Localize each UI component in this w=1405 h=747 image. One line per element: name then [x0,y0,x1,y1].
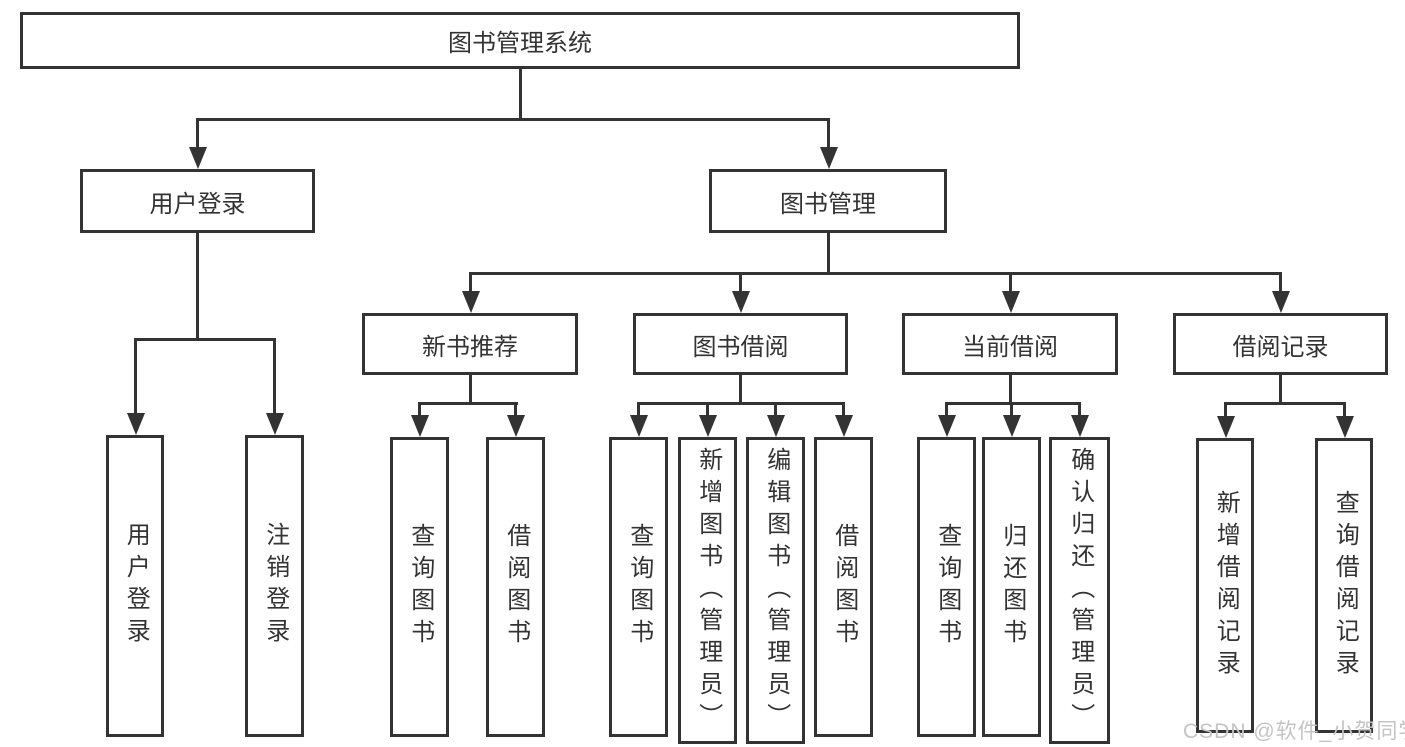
arrow-down-icon [1272,291,1290,313]
leaf-query-borrow-record: 查询借阅记录 [1315,438,1373,733]
connector-line [1010,402,1013,417]
leaf-user-login: 用户登录 [106,435,164,737]
connector-line [637,402,640,417]
connector-line [739,373,742,405]
arrow-down-icon [1336,416,1354,438]
arrow-down-icon [189,147,207,169]
leaf-label: 借阅图书 [502,523,530,651]
connector-line [827,231,830,275]
watermark: CSDN @软件_小贺同学 [1183,720,1405,743]
node-book-borrow: 图书借阅 [633,313,848,375]
node-label: 当前借阅 [962,333,1058,361]
leaf-label: 查询借阅记录 [1331,489,1359,682]
arrow-down-icon [835,415,853,437]
arrow-down-icon [938,415,956,437]
connector-line [519,66,522,120]
arrow-down-icon [266,413,284,435]
connector-line [196,118,199,150]
connector-line [196,231,199,341]
connector-line [469,272,1282,275]
leaf-add-borrow-record: 新增借阅记录 [1196,438,1254,733]
connector-line [134,338,276,341]
node-user-login: 用户登录 [80,169,315,233]
node-current-borrow: 当前借阅 [902,313,1118,375]
node-label: 图书管理 [780,190,876,218]
node-label: 图书管理系统 [448,30,592,57]
connector-line [1224,402,1227,418]
connector-line [945,402,948,417]
arrow-down-icon [462,291,480,313]
arrow-down-icon [1217,416,1235,438]
leaf-label: 编辑图书（管理员） [762,446,790,735]
connector-line [1009,272,1012,293]
leaf-logout: 注销登录 [245,435,304,737]
connector-line [469,272,472,293]
leaf-label: 查询图书 [625,523,653,651]
leaf-query-books-borrow: 查询图书 [609,437,668,737]
leaf-confirm-return-admin: 确认归还（管理员） [1049,437,1110,744]
arrow-down-icon [820,147,838,169]
leaf-query-books-current: 查询图书 [917,437,976,737]
leaf-add-books-admin: 新增图书（管理员） [678,437,737,744]
leaf-label: 查询图书 [933,523,961,651]
node-label: 用户登录 [149,190,246,218]
connector-line [706,402,709,417]
arrow-down-icon [507,415,525,437]
leaf-borrow-books-recommend: 借阅图书 [486,437,545,737]
connector-line [842,402,845,417]
leaf-label: 新增图书（管理员） [694,446,722,735]
connector-line [739,272,742,293]
leaf-borrow-books: 借阅图书 [814,437,873,737]
connector-line [827,118,830,150]
connector-line [418,402,518,405]
connector-line [1279,272,1282,293]
connector-line [196,118,830,121]
connector-line [637,402,844,405]
arrow-down-icon [767,415,785,437]
connector-line [1343,402,1346,418]
leaf-query-books-recommend: 查询图书 [390,437,449,737]
leaf-label: 注销登录 [261,522,289,650]
leaf-return-books: 归还图书 [982,437,1041,737]
connector-line [273,338,276,415]
arrow-down-icon [732,291,750,313]
connector-line [1224,402,1346,405]
arrow-down-icon [127,413,145,435]
node-book-management: 图书管理 [709,169,947,233]
arrow-down-icon [1002,291,1020,313]
connector-line [774,402,777,417]
leaf-edit-books-admin: 编辑图书（管理员） [746,437,805,744]
arrow-down-icon [1003,415,1021,437]
leaf-label: 归还图书 [998,523,1026,651]
connector-line [418,402,421,417]
leaf-label: 借阅图书 [830,523,858,651]
node-label: 新书推荐 [422,333,518,361]
connector-line [514,402,517,417]
node-library-system: 图书管理系统 [20,12,1020,69]
connector-line [1279,373,1282,405]
node-new-book-recommend: 新书推荐 [362,313,578,375]
node-label: 图书借阅 [692,333,789,361]
leaf-label: 新增借阅记录 [1212,489,1240,682]
leaf-label: 确认归还（管理员） [1066,446,1094,735]
connector-line [469,373,472,405]
leaf-label: 用户登录 [122,522,150,650]
arrow-down-icon [699,415,717,437]
arrow-down-icon [411,415,429,437]
arrow-down-icon [630,415,648,437]
connector-line [1078,402,1081,417]
node-borrow-records: 借阅记录 [1173,313,1388,375]
arrow-down-icon [1071,415,1089,437]
connector-line [1009,373,1012,405]
leaf-label: 查询图书 [406,523,434,651]
node-label: 借阅记录 [1232,333,1329,361]
connector-line [945,402,1081,405]
connector-line [134,338,137,415]
